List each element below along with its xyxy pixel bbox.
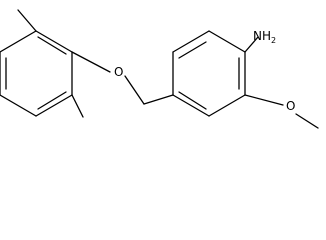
bond	[0, 30, 37, 53]
bond-oxygen-methylene	[124, 75, 145, 105]
bond-aryl-ether-oxygen	[71, 51, 111, 73]
double-bond-inner	[178, 91, 207, 110]
bond	[208, 94, 246, 117]
amine-label: NH2	[253, 29, 276, 45]
dimethylphenyl-ring	[0, 30, 73, 117]
amine-label-text: NH	[253, 29, 271, 43]
aminomethoxyphenyl-ring	[172, 30, 246, 117]
bond-methoxy-methyl	[295, 113, 319, 129]
bond	[208, 30, 246, 53]
bond	[172, 94, 210, 117]
bond	[0, 94, 37, 117]
double-bond-inner	[37, 36, 67, 55]
bond-ring-methoxy-oxygen	[244, 94, 284, 106]
methoxy-oxygen-label: O	[286, 99, 295, 113]
methyl-bond-top	[17, 9, 37, 32]
bond	[35, 94, 73, 117]
bond-methylene-ring	[143, 94, 174, 105]
double-bond-inner	[37, 91, 67, 110]
bond	[172, 30, 210, 53]
methyl-bond-bottom	[71, 94, 84, 118]
bond	[35, 30, 73, 53]
ether-oxygen-label: O	[114, 65, 123, 79]
structure-canvas: O NH2 O	[0, 9, 319, 129]
amine-subscript: 2	[271, 36, 276, 45]
double-bond-inner	[178, 41, 207, 59]
chemical-structure-diagram: O NH2 O	[0, 9, 319, 129]
bond-ring-amine	[244, 36, 259, 53]
